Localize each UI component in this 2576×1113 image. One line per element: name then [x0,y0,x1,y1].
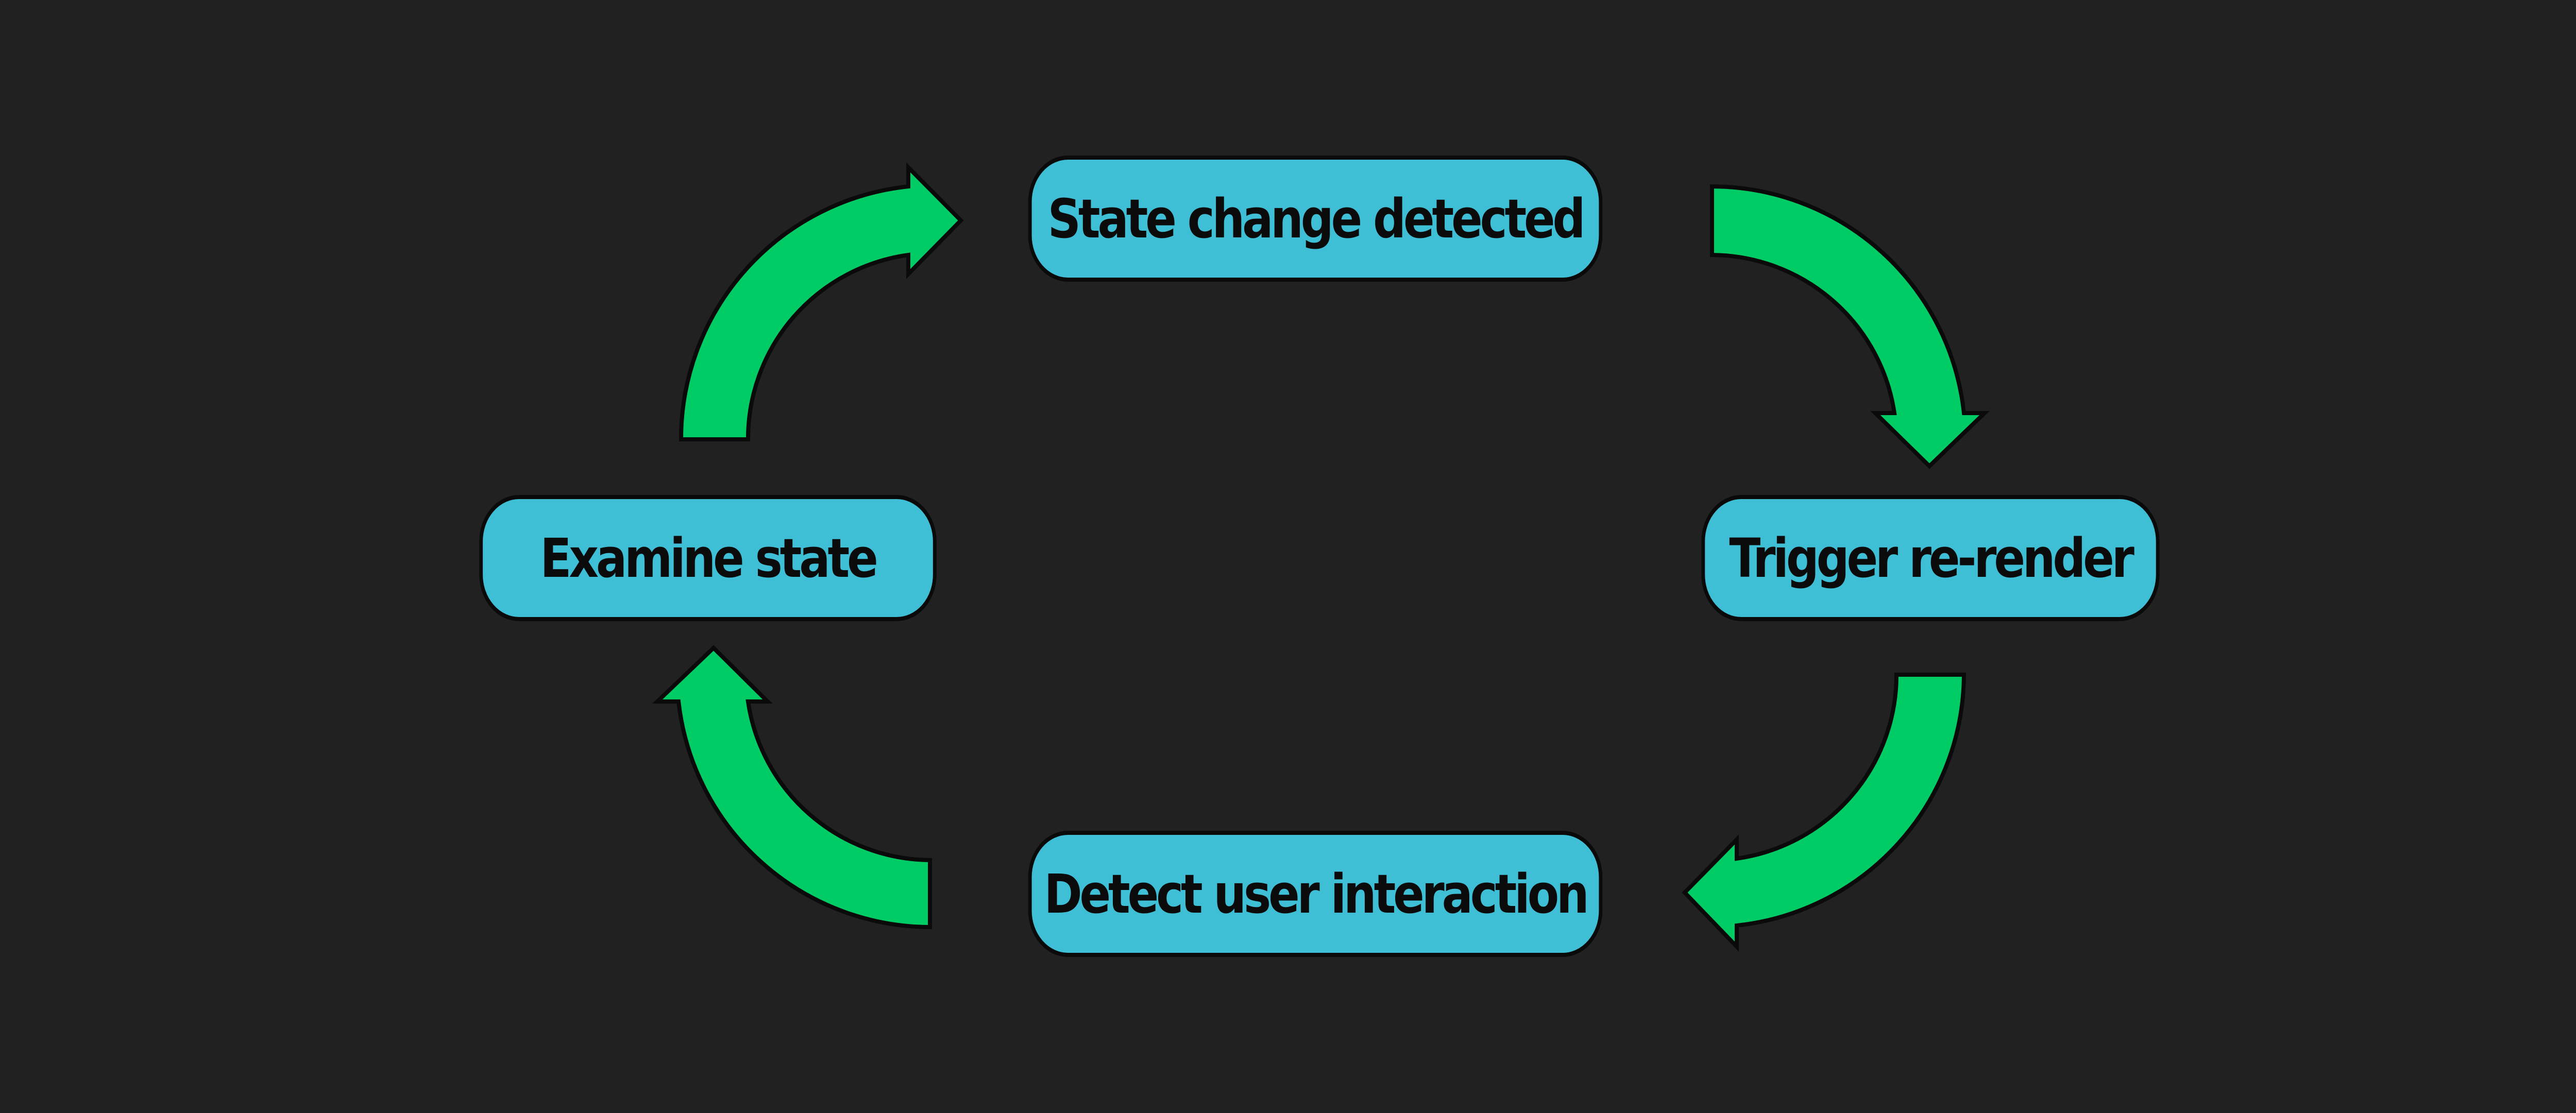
step-detect-user-interaction: Detect user interaction [1028,831,1603,957]
step-examine-state: Examine state [479,495,937,621]
step-trigger-re-render: Trigger re-render [1701,495,2160,621]
step-state-change-detected: State change detected [1028,156,1603,282]
arrow-top-to-right [1710,184,1990,469]
arrow-left-to-top [679,162,964,441]
arrow-bottom-to-left [652,645,932,930]
step-label: Detect user interaction [1044,862,1589,926]
step-label: State change detected [1047,187,1586,250]
arrow-right-to-bottom [1682,673,1967,952]
step-label: Trigger re-render [1729,526,2134,590]
step-label: Examine state [540,526,878,590]
